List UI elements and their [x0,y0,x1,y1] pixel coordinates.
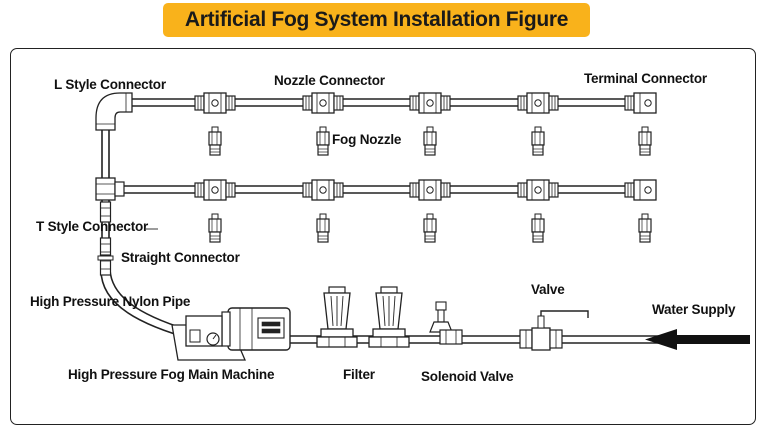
fog-main-machine [171,307,291,361]
label-filter: Filter [343,367,375,382]
diagram-frame [10,48,756,425]
label-water-supply: Water Supply [652,302,736,317]
label-nozzle-connector: Nozzle Connector [274,73,385,88]
page-title: Artificial Fog System Installation Figur… [184,8,569,31]
filter-1 [316,286,358,348]
nozzle-connector-row-2 [194,179,657,201]
ball-valve [519,310,589,351]
label-t-style-connector: T Style Connector [36,219,149,234]
solenoid-valve [429,301,463,345]
label-straight-connector: Straight Connector [121,250,240,265]
label-fog-nozzle: Fog Nozzle [332,132,402,147]
label-solenoid-valve: Solenoid Valve [421,369,514,384]
filter-2 [368,286,410,348]
label-l-style-connector: L Style Connector [54,77,166,92]
fog-nozzle-row-1 [208,126,652,156]
label-terminal-connector: Terminal Connector [584,71,707,86]
label-high-pressure-nylon-pipe: High Pressure Nylon Pipe [30,294,191,309]
t-style-connector [95,177,125,223]
label-valve: Valve [531,282,565,297]
label-high-pressure-fog-main-machine: High Pressure Fog Main Machine [68,367,275,382]
nozzle-connector-row-1 [194,92,657,114]
fog-nozzle-row-2 [208,213,652,243]
water-supply-arrow [645,329,750,350]
title-banner: Artificial Fog System Installation Figur… [163,3,590,37]
straight-connector [97,237,114,276]
l-style-connector [95,92,133,131]
